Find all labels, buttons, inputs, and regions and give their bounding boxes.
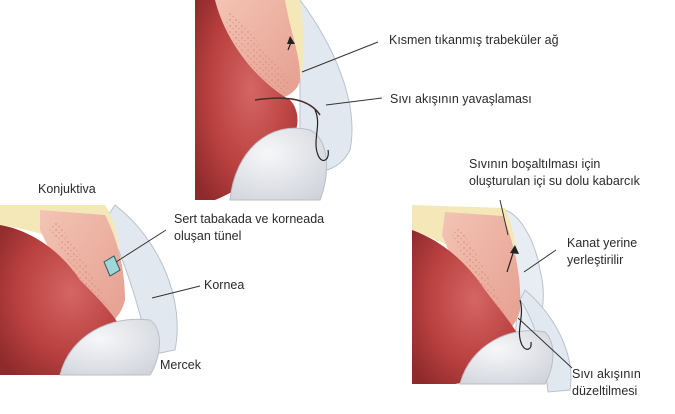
label-tunnel-line2: oluşan tünel [174, 229, 241, 244]
label-flap-line1: Kanat yerine [567, 236, 637, 251]
label-flap-line2: yerleştirilir [567, 253, 623, 268]
label-cornea: Kornea [204, 278, 244, 293]
label-conjunctiva: Konjuktiva [38, 182, 96, 197]
label-restore-line2: düzeltilmesi [572, 384, 637, 399]
left-eye-illustration [0, 205, 177, 375]
label-restore-line1: Sıvı akışının [572, 367, 641, 382]
label-bleb-line2: oluşturulan içi su dolu kabarcık [469, 174, 640, 189]
right-eye-illustration [412, 205, 571, 392]
label-slow-flow: Sıvı akışının yavaşlaması [390, 92, 532, 107]
label-trabecular: Kısmen tıkanmış trabeküler ağ [389, 33, 559, 48]
label-tunnel-line1: Sert tabakada ve korneada [174, 212, 324, 227]
label-lens: Mercek [160, 358, 201, 373]
top-eye-illustration [195, 0, 352, 200]
label-bleb-line1: Sıvının boşaltılması için [469, 157, 600, 172]
